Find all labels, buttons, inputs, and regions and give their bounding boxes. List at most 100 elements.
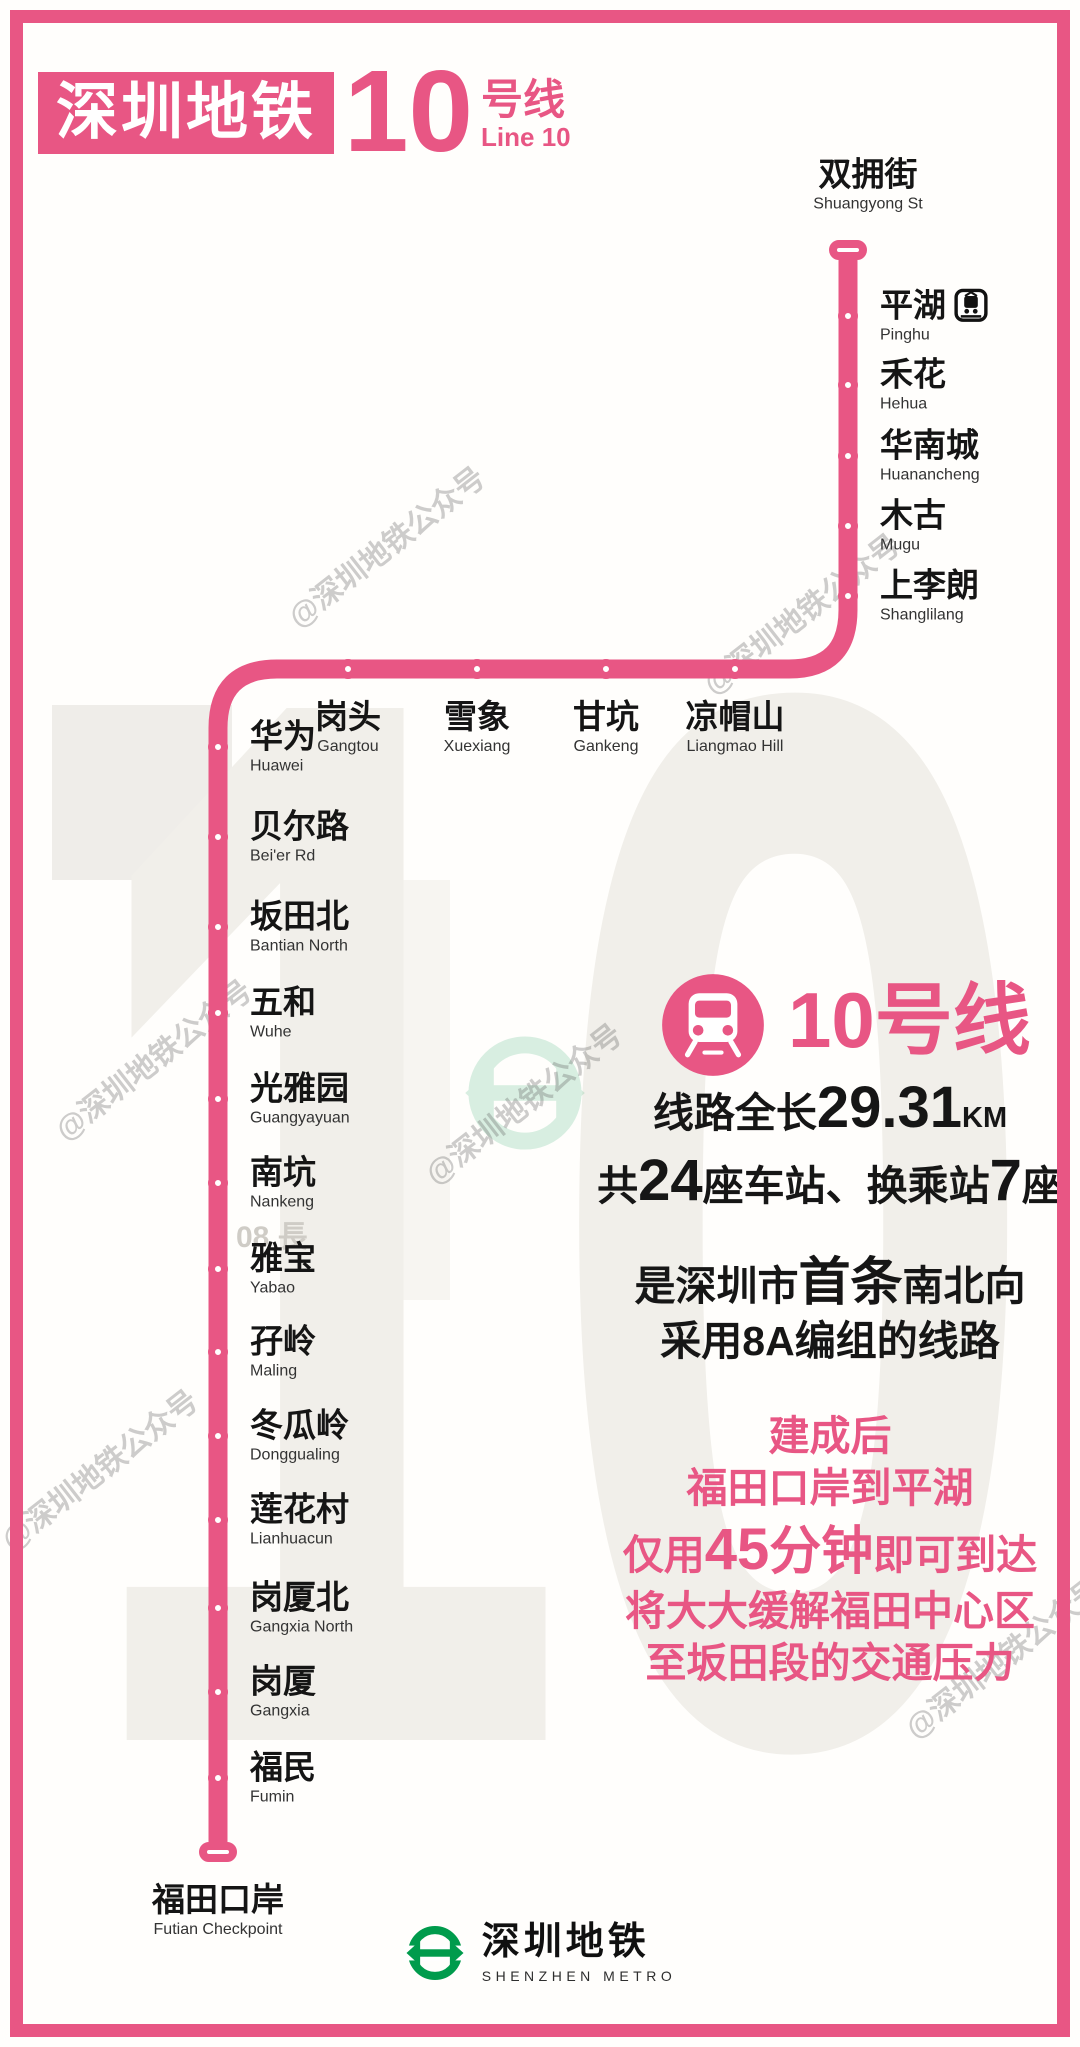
station-marker xyxy=(467,659,487,679)
station-name-cn: 雅宝 xyxy=(250,1239,316,1277)
station-label: 木古 Mugu xyxy=(880,497,946,554)
station-name-cn: 莲花村 xyxy=(250,1490,349,1528)
station-name-cn: 华南城 xyxy=(880,426,979,464)
station-name-en: Wuhe xyxy=(250,1023,292,1041)
station-label: 华南城 Huanancheng xyxy=(880,427,980,484)
line-title: 10号线 xyxy=(788,976,1031,1064)
station-name-cn: 凉帽山 xyxy=(685,698,785,735)
station-marker xyxy=(208,1089,228,1109)
photo-fragment xyxy=(300,880,450,1300)
station-marker xyxy=(838,516,858,536)
station-marker xyxy=(838,446,858,466)
station-name-cn: 岗头 xyxy=(315,698,381,735)
station-name-cn: 双拥街 xyxy=(818,155,918,193)
station-name-cn: 岗厦北 xyxy=(250,1578,349,1616)
poster-footer: 深圳地铁 SHENZHEN METRO xyxy=(0,1921,1080,1984)
station-name-cn: 冬瓜岭 xyxy=(250,1406,349,1444)
station-name-en: Mugu xyxy=(880,536,921,554)
station-name-cn: 甘坑 xyxy=(573,698,639,735)
station-marker xyxy=(208,1342,228,1362)
station-marker xyxy=(208,1173,228,1193)
station-marker xyxy=(208,1510,228,1530)
station-label: 凉帽山 Liangmao Hill xyxy=(685,698,785,756)
station-marker xyxy=(208,1259,228,1279)
photo-fragment-text: 08 長 xyxy=(236,1221,308,1254)
station-label: 上李朗 Shanglilang xyxy=(880,567,979,624)
station-name-en: Lianhuacun xyxy=(250,1530,333,1548)
info-line: 是深圳市首条南北向 xyxy=(634,1254,1026,1312)
station-name-en: Nankeng xyxy=(250,1193,315,1211)
brand-badge: 深圳地铁 xyxy=(38,71,335,154)
station-marker xyxy=(208,737,228,757)
station-marker xyxy=(725,659,745,679)
station-label: 莲花村 Lianhuacun xyxy=(250,1491,349,1548)
station-marker xyxy=(208,1768,228,1788)
info-line: 至坂田段的交通压力 xyxy=(645,1639,1015,1686)
metro-logo-watermark xyxy=(465,1036,585,1150)
station-name-en: Liangmao Hill xyxy=(686,738,784,756)
big-ten-watermark: 10 xyxy=(70,382,1044,2047)
station-marker xyxy=(208,1426,228,1446)
station-label: 岗厦 Gangxia xyxy=(250,1663,316,1720)
station-name-en: Fumin xyxy=(250,1788,295,1806)
station-name-cn: 贝尔路 xyxy=(250,807,349,845)
info-block: 线路全长29.31KM 共24座车站、换乘站7座是深圳市首条南北向采用8A编组的线… xyxy=(590,1072,1070,1689)
station-label: 甘坑 Gankeng xyxy=(573,698,639,756)
station-name-en: Huawei xyxy=(250,757,304,775)
footer-brand-cn: 深圳地铁 xyxy=(481,1921,650,1964)
station-name-en: Gangxia North xyxy=(250,1618,354,1636)
station-name-cn: 孖岭 xyxy=(250,1322,316,1360)
station-name-cn: 木古 xyxy=(880,496,946,534)
station-label: 福民 Fumin xyxy=(250,1749,316,1806)
info-line: 共24座车站、换乘站7座 xyxy=(597,1147,1063,1213)
line-number: 10 xyxy=(344,46,474,176)
line-label-en: Line 10 xyxy=(481,121,571,152)
station-name-en: Shanglilang xyxy=(880,606,964,624)
photo-fragment xyxy=(52,705,232,880)
station-name-cn: 光雅园 xyxy=(250,1069,349,1107)
info-line: 福田口岸到平湖 xyxy=(686,1464,974,1511)
station-marker xyxy=(208,827,228,847)
station-name-cn: 华为 xyxy=(250,717,316,755)
station-name-en: Huanancheng xyxy=(880,466,980,484)
station-marker xyxy=(208,1682,228,1702)
station-name-cn: 福民 xyxy=(250,1748,316,1786)
station-name-en: Gankeng xyxy=(573,738,639,756)
station-name-en: Shuangyong St xyxy=(813,196,923,213)
station-name-en: Gangtou xyxy=(317,738,379,756)
info-line: 线路全长29.31KM xyxy=(652,1075,1008,1140)
station-name-cn: 五和 xyxy=(250,983,316,1021)
station-marker xyxy=(838,375,858,395)
station-name-cn: 上李朗 xyxy=(880,566,979,604)
station-name-en: Bei'er Rd xyxy=(250,847,316,865)
terminus-marker xyxy=(829,240,867,260)
line-name-group: 号线 Line 10 xyxy=(481,75,571,154)
station-name-en: Maling xyxy=(250,1362,298,1380)
footer-brand: 深圳地铁 SHENZHEN METRO xyxy=(481,1921,676,1984)
station-name-en: Gangxia xyxy=(250,1702,310,1720)
station-marker xyxy=(208,1003,228,1023)
info-line: 采用8A编组的线路 xyxy=(660,1318,1000,1364)
station-name-en: Bantian North xyxy=(250,937,348,955)
station-name-cn: 福田口岸 xyxy=(152,1881,284,1918)
station-name-cn: 岗厦 xyxy=(250,1662,316,1700)
station-marker xyxy=(208,1598,228,1618)
station-label: 岗厦北 Gangxia North xyxy=(250,1579,353,1636)
station-name-cn: 南坑 xyxy=(250,1153,316,1191)
station-marker xyxy=(838,586,858,606)
station-marker xyxy=(338,659,358,679)
station-marker xyxy=(208,917,228,937)
station-label: 双拥街 Shuangyong St xyxy=(813,155,923,214)
station-label: 孖岭 Maling xyxy=(250,1323,316,1380)
info-line: 将大大缓解福田中心区 xyxy=(625,1588,1035,1635)
rail-interchange-icon xyxy=(954,288,988,323)
line-suffix: 号线 xyxy=(481,75,566,123)
